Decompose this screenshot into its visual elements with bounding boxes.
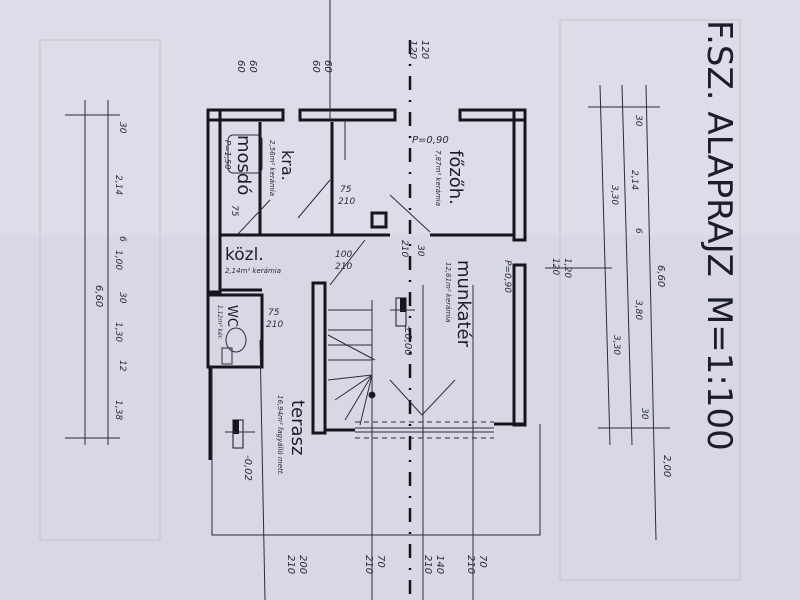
terasz-area: 16,94m² fagyálló mett.	[276, 395, 284, 476]
room-labels: mosdó P=1,50 75 kra. 2,56m² kerámia 75 2…	[216, 135, 512, 481]
fixtures	[221, 134, 263, 365]
left-dim-3: 1,00	[113, 250, 123, 270]
right-dim-extra: 2,00	[661, 455, 672, 477]
room-terasz: terasz	[287, 400, 308, 455]
room-munkater: munkatér	[453, 260, 474, 348]
right-dim-outer-1: 3,30	[611, 335, 621, 355]
left-dim-0: 30	[117, 122, 127, 134]
staircase	[327, 309, 376, 426]
top-dim-3b: 60	[235, 60, 246, 73]
right-dim-inner-0: 30	[633, 115, 643, 127]
bottom-dim-1a: 200	[297, 555, 308, 574]
terrace-outline	[211, 0, 541, 600]
left-dim-7: 1,38	[113, 400, 123, 420]
wc-door-height: 210	[266, 320, 283, 330]
right-dim-inner-2: 6	[633, 228, 643, 234]
bottom-dim-3a: 140	[434, 555, 445, 574]
level-marker-munkater	[390, 297, 415, 327]
wc-area: 1,12m² kér.	[216, 305, 223, 340]
munkater-door-width: 30	[415, 245, 425, 257]
walls	[206, 108, 527, 460]
drawing-title: F.SZ. ALAPRAJZM=1:100	[699, 20, 739, 451]
right-dim-inner-1: 2,14	[629, 170, 639, 190]
top-dim-1a: 120	[419, 40, 430, 59]
left-dim-1: 2,14	[113, 175, 123, 195]
show-through-lines	[39, 19, 741, 581]
kamra-door-width: 75	[340, 185, 352, 195]
left-dim-5: 1,30	[113, 322, 123, 342]
door-swings	[237, 179, 456, 416]
room-kamra: kra.	[278, 150, 297, 181]
kamra-area: 2,56m² kerámia	[268, 140, 276, 196]
bottom-dim-2b: 210	[363, 555, 374, 574]
bottom-dim-1b: 210	[285, 555, 296, 574]
right-dim-total: 6,60	[655, 265, 666, 287]
room-kozl: közl.	[225, 245, 264, 265]
kozl-area: 2,14m² kerámia	[225, 267, 281, 275]
top-dim-3a: 60	[247, 60, 258, 73]
left-dim-6: 12	[117, 360, 127, 372]
top-dim-2a: 60	[322, 60, 333, 73]
right-dim-inner-3: 3,80	[633, 300, 643, 320]
bottom-dim-4a: 70	[477, 555, 488, 568]
left-dimensions: 30 2,14 6 1,00 30 1,30 12 1,38 6,60	[65, 100, 127, 445]
right-opening-width: 1,20	[562, 258, 572, 278]
right-opening-height: 120	[550, 258, 560, 275]
top-dim-2b: 60	[310, 60, 321, 73]
right-dim-inner-4: 30	[639, 408, 649, 420]
paper-fold-shade	[0, 235, 800, 600]
munkater-door-height: 210	[399, 240, 409, 257]
left-dim-4: 30	[117, 292, 127, 304]
right-dim-outer-0: 3,30	[609, 185, 619, 205]
munkater-window: P=0,90	[502, 260, 512, 293]
room-fozo: főzőh.	[445, 150, 466, 205]
munkater-area: 12,61m² kerámia	[444, 262, 452, 322]
top-dimensions: 120 120 60 60 60 60	[235, 40, 430, 73]
terasz-level: -0,02	[242, 455, 253, 481]
right-dimensions: 30 2,14 6 3,80 30 3,30 3,30 6,60 2,00 1,…	[545, 84, 672, 541]
left-dim-2: 6	[117, 236, 127, 242]
kamra-door-height: 210	[338, 197, 355, 207]
mosdo-height: P=1,50	[223, 140, 232, 169]
bottom-dim-4b: 210	[465, 555, 476, 574]
chimney	[370, 211, 388, 229]
wc-door-width: 75	[268, 308, 280, 318]
bottom-dim-3b: 210	[422, 555, 433, 574]
kozl-door-height: 210	[335, 262, 352, 272]
mosdo-dim: 75	[229, 205, 239, 217]
munkater-level: ±0,00	[402, 325, 413, 356]
fozo-area: 7,87m² kerámia	[434, 150, 442, 206]
drawing-scale: M=1:100	[699, 295, 739, 451]
room-wc: WC	[224, 305, 239, 327]
room-mosdo: mosdó	[233, 135, 254, 195]
top-dim-1b: 120	[407, 40, 418, 59]
left-dim-total: 6,60	[93, 285, 104, 307]
fozo-window: P=0,90	[412, 135, 449, 146]
bottom-dimensions: 200 210 70 210 140 210 70 210	[285, 555, 488, 574]
level-marker-terasz	[225, 419, 255, 449]
kozl-door-width: 100	[335, 250, 352, 260]
bottom-dim-2a: 70	[375, 555, 386, 568]
